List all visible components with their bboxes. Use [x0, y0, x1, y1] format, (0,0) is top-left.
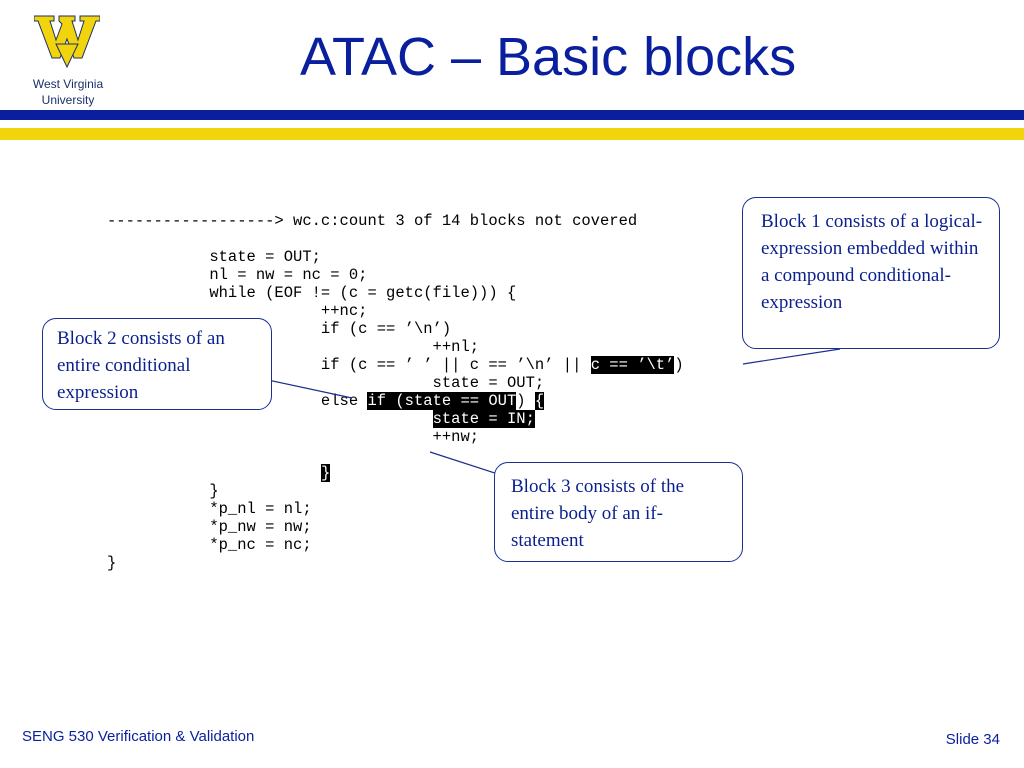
code-line: } [107, 554, 117, 572]
footer-course: SENG 530 Verification & Validation [22, 728, 255, 745]
code-text: ++nw; [107, 428, 480, 446]
code-text: ) [674, 356, 684, 374]
code-line: *p_nl = nl; [107, 500, 312, 518]
code-listing: ------------------> wc.c:count 3 of 14 b… [107, 212, 684, 572]
logo-text-line1: West Virginia [32, 77, 104, 91]
highlight-block-3-open-brace: { [534, 392, 545, 410]
code-line: state = IN; [107, 410, 684, 428]
callout-block2: Block 2 consists of an entire conditiona… [42, 318, 272, 410]
highlight-block-3-close-brace: } [320, 464, 331, 482]
callout-block3: Block 3 consists of the entire body of a… [494, 462, 743, 562]
code-line: nl = nw = nc = 0; [107, 266, 368, 284]
code-line: *p_nw = nw; [107, 518, 312, 536]
header-stripe-blue [0, 110, 1024, 120]
callout-block1: Block 1 consists of a logical-expression… [742, 197, 1000, 349]
code-line: ++nw; [107, 428, 684, 446]
code-line: ++nc; [107, 302, 368, 320]
code-line: else if (state == OUT) { [107, 392, 684, 410]
code-line: if (c == ’\n’) [107, 320, 452, 338]
code-line: ++nl; [107, 338, 480, 356]
code-text: if (c == ’ ’ || c == ’\n’ || [107, 356, 591, 374]
code-line: ------------------> wc.c:count 3 of 14 b… [107, 212, 638, 230]
logo-text-line2: University [41, 93, 95, 107]
code-text [107, 410, 433, 428]
highlight-block-3-body: state = IN; [432, 410, 535, 428]
slide-title: ATAC – Basic blocks [300, 27, 797, 87]
leader-line-block1 [742, 348, 841, 365]
wvu-flying-wv-icon [34, 15, 100, 68]
code-line: } [107, 482, 219, 500]
code-line: } [107, 464, 684, 482]
code-line: state = OUT; [107, 374, 545, 392]
code-line: *p_nc = nc; [107, 536, 312, 554]
code-line: state = OUT; [107, 248, 321, 266]
code-line: while (EOF != (c = getc(file))) { [107, 284, 517, 302]
code-line [107, 230, 684, 248]
highlight-block-1: c == ’\t’ [590, 356, 675, 374]
highlight-block-2: if (state == OUT [367, 392, 517, 410]
code-text [107, 464, 321, 482]
slide-number: Slide 34 [945, 731, 1000, 748]
header-stripe-gold [0, 128, 1024, 140]
code-line: if (c == ’ ’ || c == ’\n’ || c == ’\t’) [107, 356, 684, 374]
code-text: ) [516, 392, 535, 410]
